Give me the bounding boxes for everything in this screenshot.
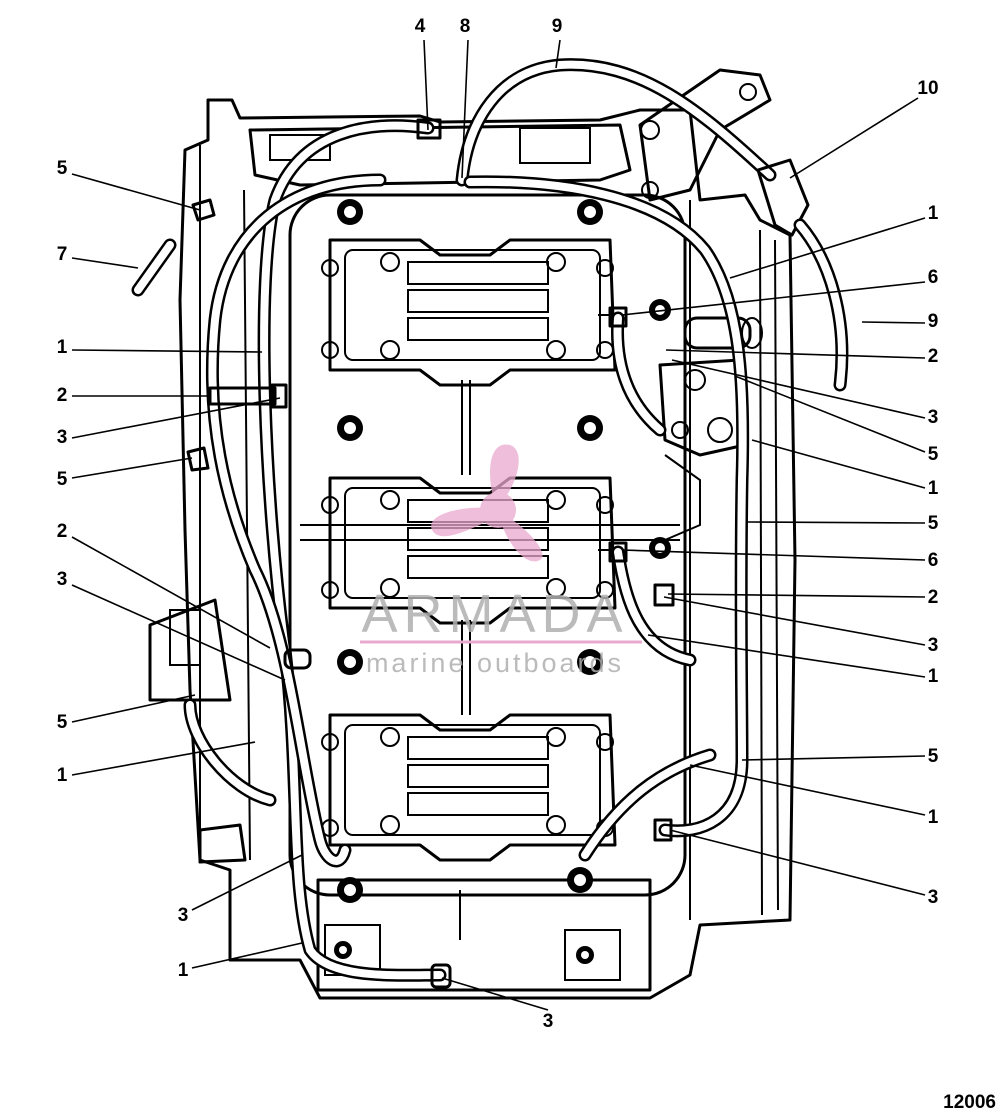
callout-label-c-7: 7 <box>57 244 68 265</box>
leader-line-c-1c <box>751 439 926 489</box>
callout-label-c-1b: 1 <box>57 337 68 358</box>
tagline-text: marine outboards <box>366 648 624 678</box>
callout-label-c-3a: 3 <box>928 407 939 428</box>
callout-label-c-3g: 3 <box>543 1011 554 1032</box>
leader-line-c-5f <box>741 755 926 761</box>
leader-line-c-8 <box>461 39 469 179</box>
watermark: ARMADA marine outboards <box>360 444 642 678</box>
callout-label-c-5e: 5 <box>57 712 68 733</box>
callout-label-c-5f: 5 <box>928 746 939 767</box>
leader-line-c-3c <box>71 584 286 681</box>
engine-block <box>148 68 797 1000</box>
reed-cover-middle <box>321 476 617 625</box>
callout-label-c-9a: 9 <box>552 16 563 37</box>
leader-line-c-9a <box>555 39 561 69</box>
reed-cover-bottom <box>321 713 617 862</box>
cover-bolts <box>334 199 671 964</box>
leader-line-c-9b <box>861 321 926 324</box>
leader-line-c-3f <box>191 854 303 911</box>
callout-label-c-2d: 2 <box>928 587 939 608</box>
callout-label-c-1e: 1 <box>57 765 68 786</box>
callout-label-c-6a: 6 <box>928 267 939 288</box>
callout-label-c-5d: 5 <box>928 513 939 534</box>
brand-text: ARMADA <box>361 584 628 644</box>
leader-line-c-2d <box>667 593 926 598</box>
callout-label-c-3d: 3 <box>928 635 939 656</box>
figure-number: 12006 <box>943 1092 996 1113</box>
callout-label-c-3f: 3 <box>178 905 189 926</box>
leader-line-c-10 <box>789 97 919 179</box>
leader-line-c-3d <box>663 596 926 646</box>
leader-line-c-5a <box>71 173 201 211</box>
callout-label-c-1g: 1 <box>928 807 939 828</box>
callout-label-c-5c: 5 <box>57 469 68 490</box>
leader-line-c-5b <box>734 375 926 453</box>
leader-line-c-5c <box>71 457 193 479</box>
reed-cover-top <box>321 238 617 387</box>
callout-label-c-1a: 1 <box>928 203 939 224</box>
callout-label-c-6b: 6 <box>928 550 939 571</box>
callout-label-c-5b: 5 <box>928 444 939 465</box>
callout-label-c-8: 8 <box>460 16 471 37</box>
callout-label-c-1d: 1 <box>928 666 939 687</box>
callout-label-c-5a: 5 <box>57 158 68 179</box>
callout-label-c-4: 4 <box>415 16 426 37</box>
propeller-logo-icon <box>431 444 543 562</box>
callout-label-c-9b: 9 <box>928 311 939 332</box>
leader-line-c-1d <box>647 634 926 678</box>
callout-label-c-1h: 1 <box>178 960 189 981</box>
leader-line-c-4 <box>423 39 429 131</box>
leader-line-c-6b <box>621 549 926 561</box>
fuel-hoses <box>131 58 849 989</box>
callout-label-c-1c: 1 <box>928 478 939 499</box>
leader-line-c-1b <box>71 349 263 353</box>
callout-label-c-10: 10 <box>917 78 938 99</box>
leader-line-c-5e <box>71 694 196 723</box>
callout-label-c-3c: 3 <box>57 569 68 590</box>
leader-line-c-3g <box>441 977 549 1011</box>
leader-line-c-5d <box>747 521 926 524</box>
leader-line-c-3a <box>671 359 926 419</box>
callout-label-c-2b: 2 <box>57 385 68 406</box>
leader-line-c-1a <box>729 217 926 279</box>
leader-line-c-3b <box>71 397 281 439</box>
leader-line-c-7 <box>71 257 139 269</box>
leader-line-c-1h <box>191 942 303 969</box>
callout-label-c-3e: 3 <box>928 887 939 908</box>
leader-line-c-3e <box>669 829 926 896</box>
callout-label-c-2a: 2 <box>928 346 939 367</box>
callout-label-c-2c: 2 <box>57 521 68 542</box>
leader-line-c-1g <box>689 764 926 816</box>
leader-line-c-6a <box>621 281 926 316</box>
callout-label-c-3b: 3 <box>57 427 68 448</box>
leader-line-c-2a <box>665 349 926 359</box>
leader-line-c-1e <box>71 741 256 776</box>
leader-line-c-2c <box>71 536 271 649</box>
